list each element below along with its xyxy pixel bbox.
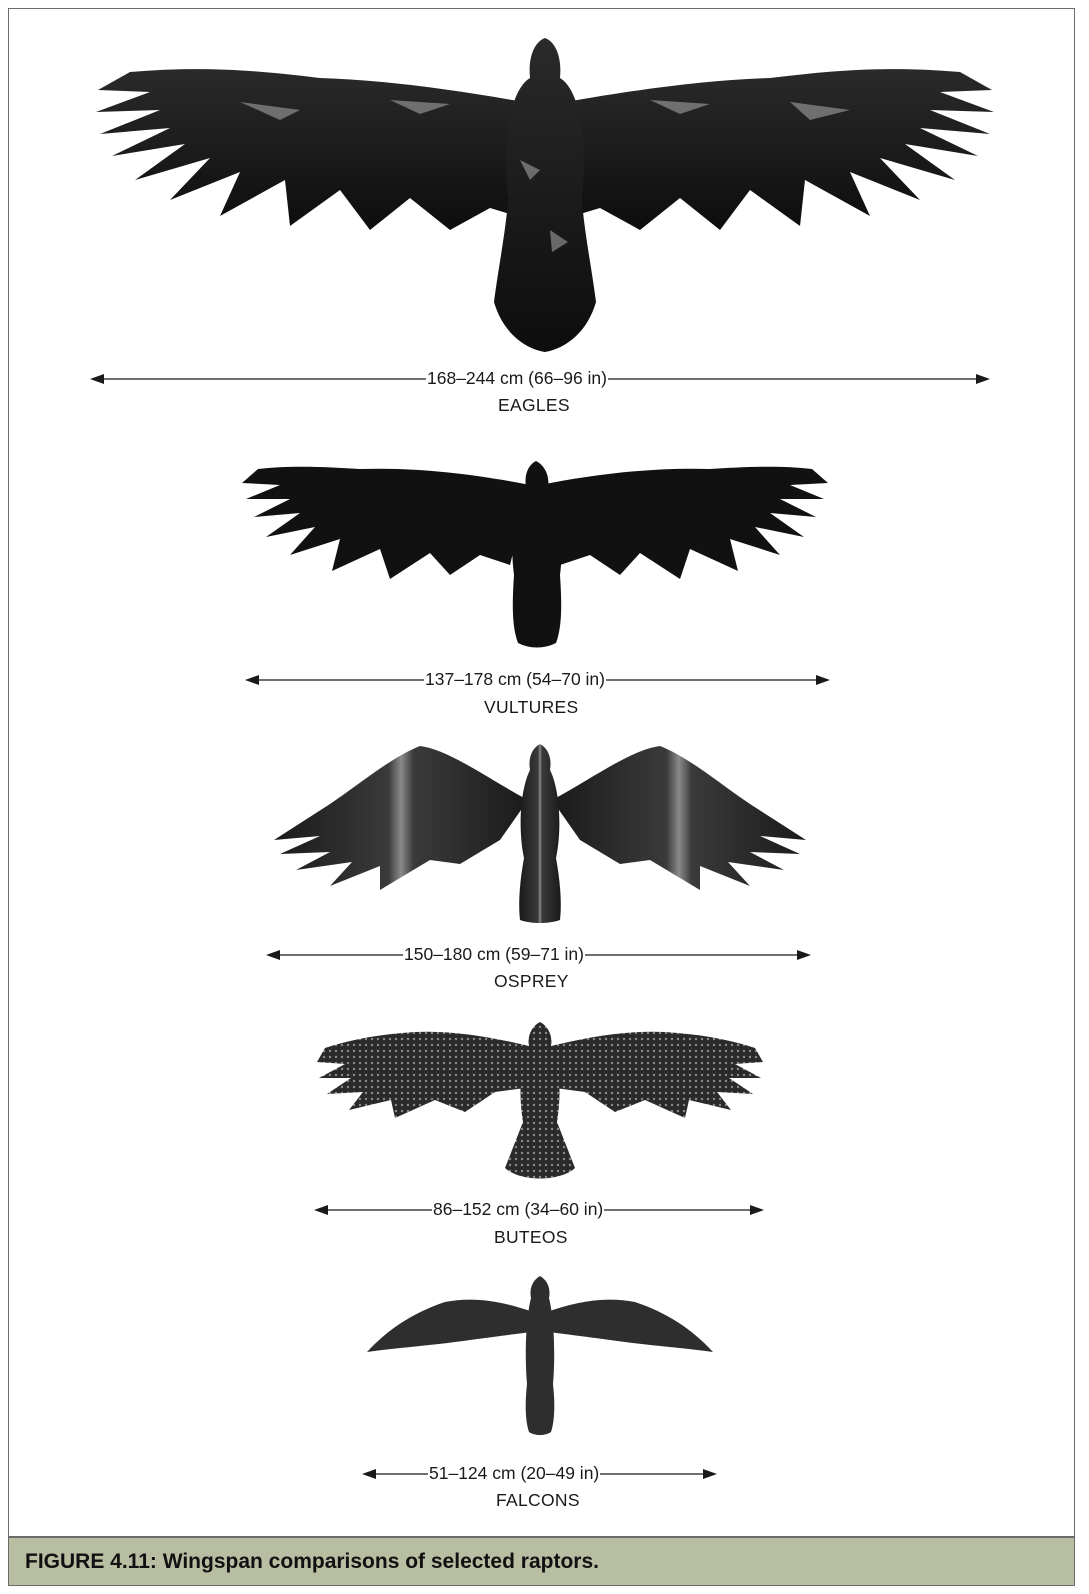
eagle-silhouette-icon [90,30,1000,360]
osprey-silhouette-icon [270,740,810,925]
falcons-wingspan: 51–124 cm (20–49 in) [428,1463,600,1484]
falcon-silhouette-icon [365,1272,715,1437]
eagles-wingspan: 168–244 cm (66–96 in) [426,368,608,389]
figure-caption: FIGURE 4.11: Wingspan comparisons of sel… [25,1550,599,1574]
falcons-name: FALCONS [496,1490,580,1511]
buteo-silhouette-icon [315,1018,765,1188]
vultures-name: VULTURES [484,697,578,718]
eagles-name: EAGLES [498,395,570,416]
vultures-wingspan: 137–178 cm (54–70 in) [424,669,606,690]
osprey-name: OSPREY [494,971,569,992]
osprey-wingspan: 150–180 cm (59–71 in) [403,944,585,965]
buteos-name: BUTEOS [494,1227,568,1248]
figure-caption-bar: FIGURE 4.11: Wingspan comparisons of sel… [8,1536,1075,1586]
buteos-wingspan: 86–152 cm (34–60 in) [432,1199,604,1220]
vulture-silhouette-icon [240,455,830,655]
